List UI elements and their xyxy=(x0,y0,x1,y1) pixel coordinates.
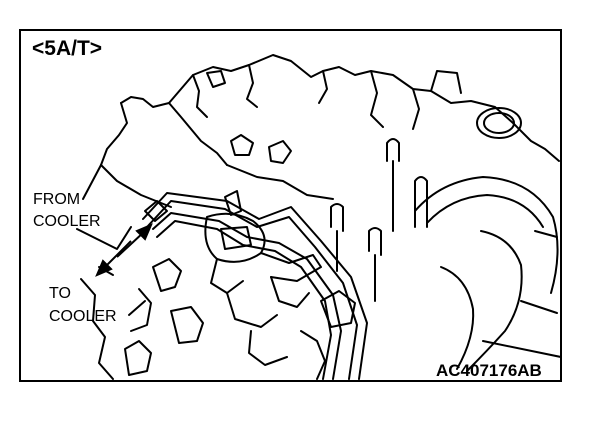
diagram-frame: <5A/T> FROM COOLER TO COOLER AC407176AB xyxy=(19,29,562,382)
from-arrow-icon xyxy=(135,223,153,241)
variant-label: <5A/T> xyxy=(32,37,103,60)
to-cooler-label-line2: COOLER xyxy=(49,308,117,325)
from-cooler-label-line2: COOLER xyxy=(33,213,101,230)
engine-transmission-drawing xyxy=(76,54,560,380)
figure-code: AC407176AB xyxy=(436,361,542,380)
to-arrow-icon xyxy=(95,259,113,277)
from-cooler-label-line1: FROM xyxy=(33,191,81,208)
to-cooler-label-line1: TO xyxy=(49,285,71,302)
